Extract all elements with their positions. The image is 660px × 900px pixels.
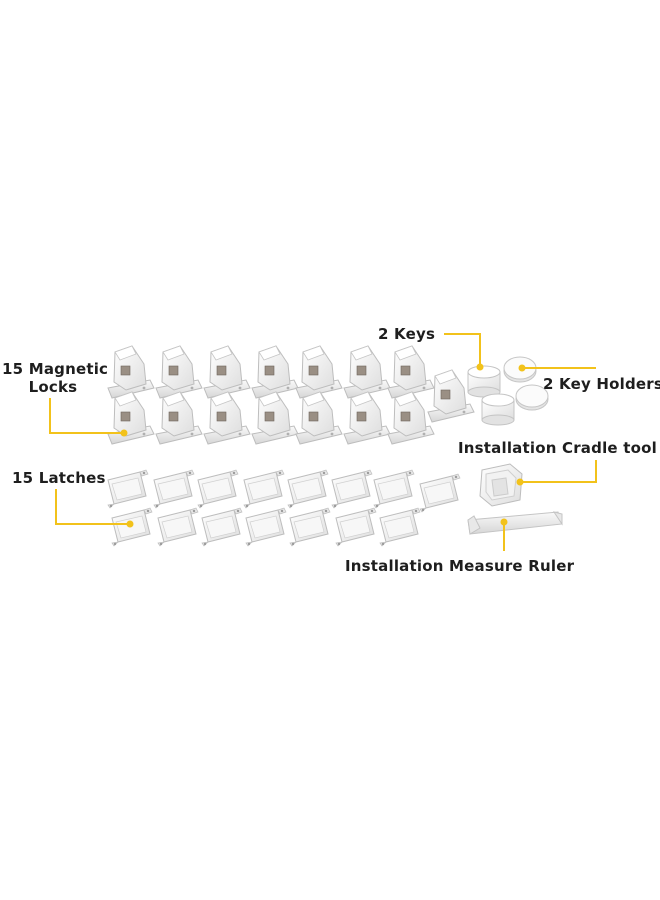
magnetic-locks-label-line1: 15 Magnetic [2, 360, 109, 378]
key [481, 393, 515, 426]
latch [289, 507, 331, 547]
magnetic-lock [155, 345, 203, 399]
callout-dot [120, 429, 128, 437]
latch [419, 473, 461, 513]
latch [373, 469, 415, 509]
callout-dot [476, 363, 484, 371]
magnetic-lock [203, 345, 251, 399]
keys-group [467, 365, 515, 426]
key [467, 365, 501, 398]
callout-latches [55, 489, 130, 525]
cradle-tool-label: Installation Cradle tool [458, 439, 657, 457]
callout-keys [444, 333, 481, 366]
latch [331, 469, 373, 509]
latch [335, 507, 377, 547]
key-holders-label: 2 Key Holders [543, 375, 660, 393]
installation-measure-ruler [467, 511, 563, 535]
magnetic-lock [251, 391, 299, 445]
magnetic-lock [295, 391, 343, 445]
magnetic-locks-label: 15 Magnetic Locks [2, 360, 109, 396]
callout-cradle-tool [520, 460, 597, 483]
key-holder [515, 384, 549, 411]
callout-magnetic-locks [49, 398, 124, 434]
latch [287, 469, 329, 509]
callout-dot [516, 478, 524, 486]
callout-dot [518, 364, 526, 372]
magnetic-locks-group [107, 345, 475, 445]
magnetic-lock [203, 391, 251, 445]
latch [157, 507, 199, 547]
latch [107, 469, 149, 509]
magnetic-lock [107, 345, 155, 399]
magnetic-lock [107, 391, 155, 445]
latches-label: 15 Latches [12, 469, 106, 487]
magnetic-lock [251, 345, 299, 399]
callout-lines [49, 333, 597, 551]
measure-ruler-label: Installation Measure Ruler [345, 557, 575, 575]
magnetic-lock [387, 345, 435, 399]
latch [245, 507, 287, 547]
latch [379, 507, 421, 547]
latch [111, 507, 153, 547]
magnetic-lock [343, 391, 391, 445]
callout-dots [120, 363, 526, 528]
magnetic-lock [295, 345, 343, 399]
magnetic-lock [427, 369, 475, 423]
keys-label: 2 Keys [378, 325, 436, 343]
latch [197, 469, 239, 509]
latch [153, 469, 195, 509]
magnetic-lock [155, 391, 203, 445]
callout-dot [500, 518, 508, 526]
latch [243, 469, 285, 509]
latches-group [107, 469, 461, 547]
magnetic-locks-label-line2: Locks [28, 378, 78, 396]
installation-cradle-tool [479, 463, 523, 507]
magnetic-lock [387, 391, 435, 445]
magnetic-lock [343, 345, 391, 399]
latch [201, 507, 243, 547]
callout-dot [126, 520, 134, 528]
